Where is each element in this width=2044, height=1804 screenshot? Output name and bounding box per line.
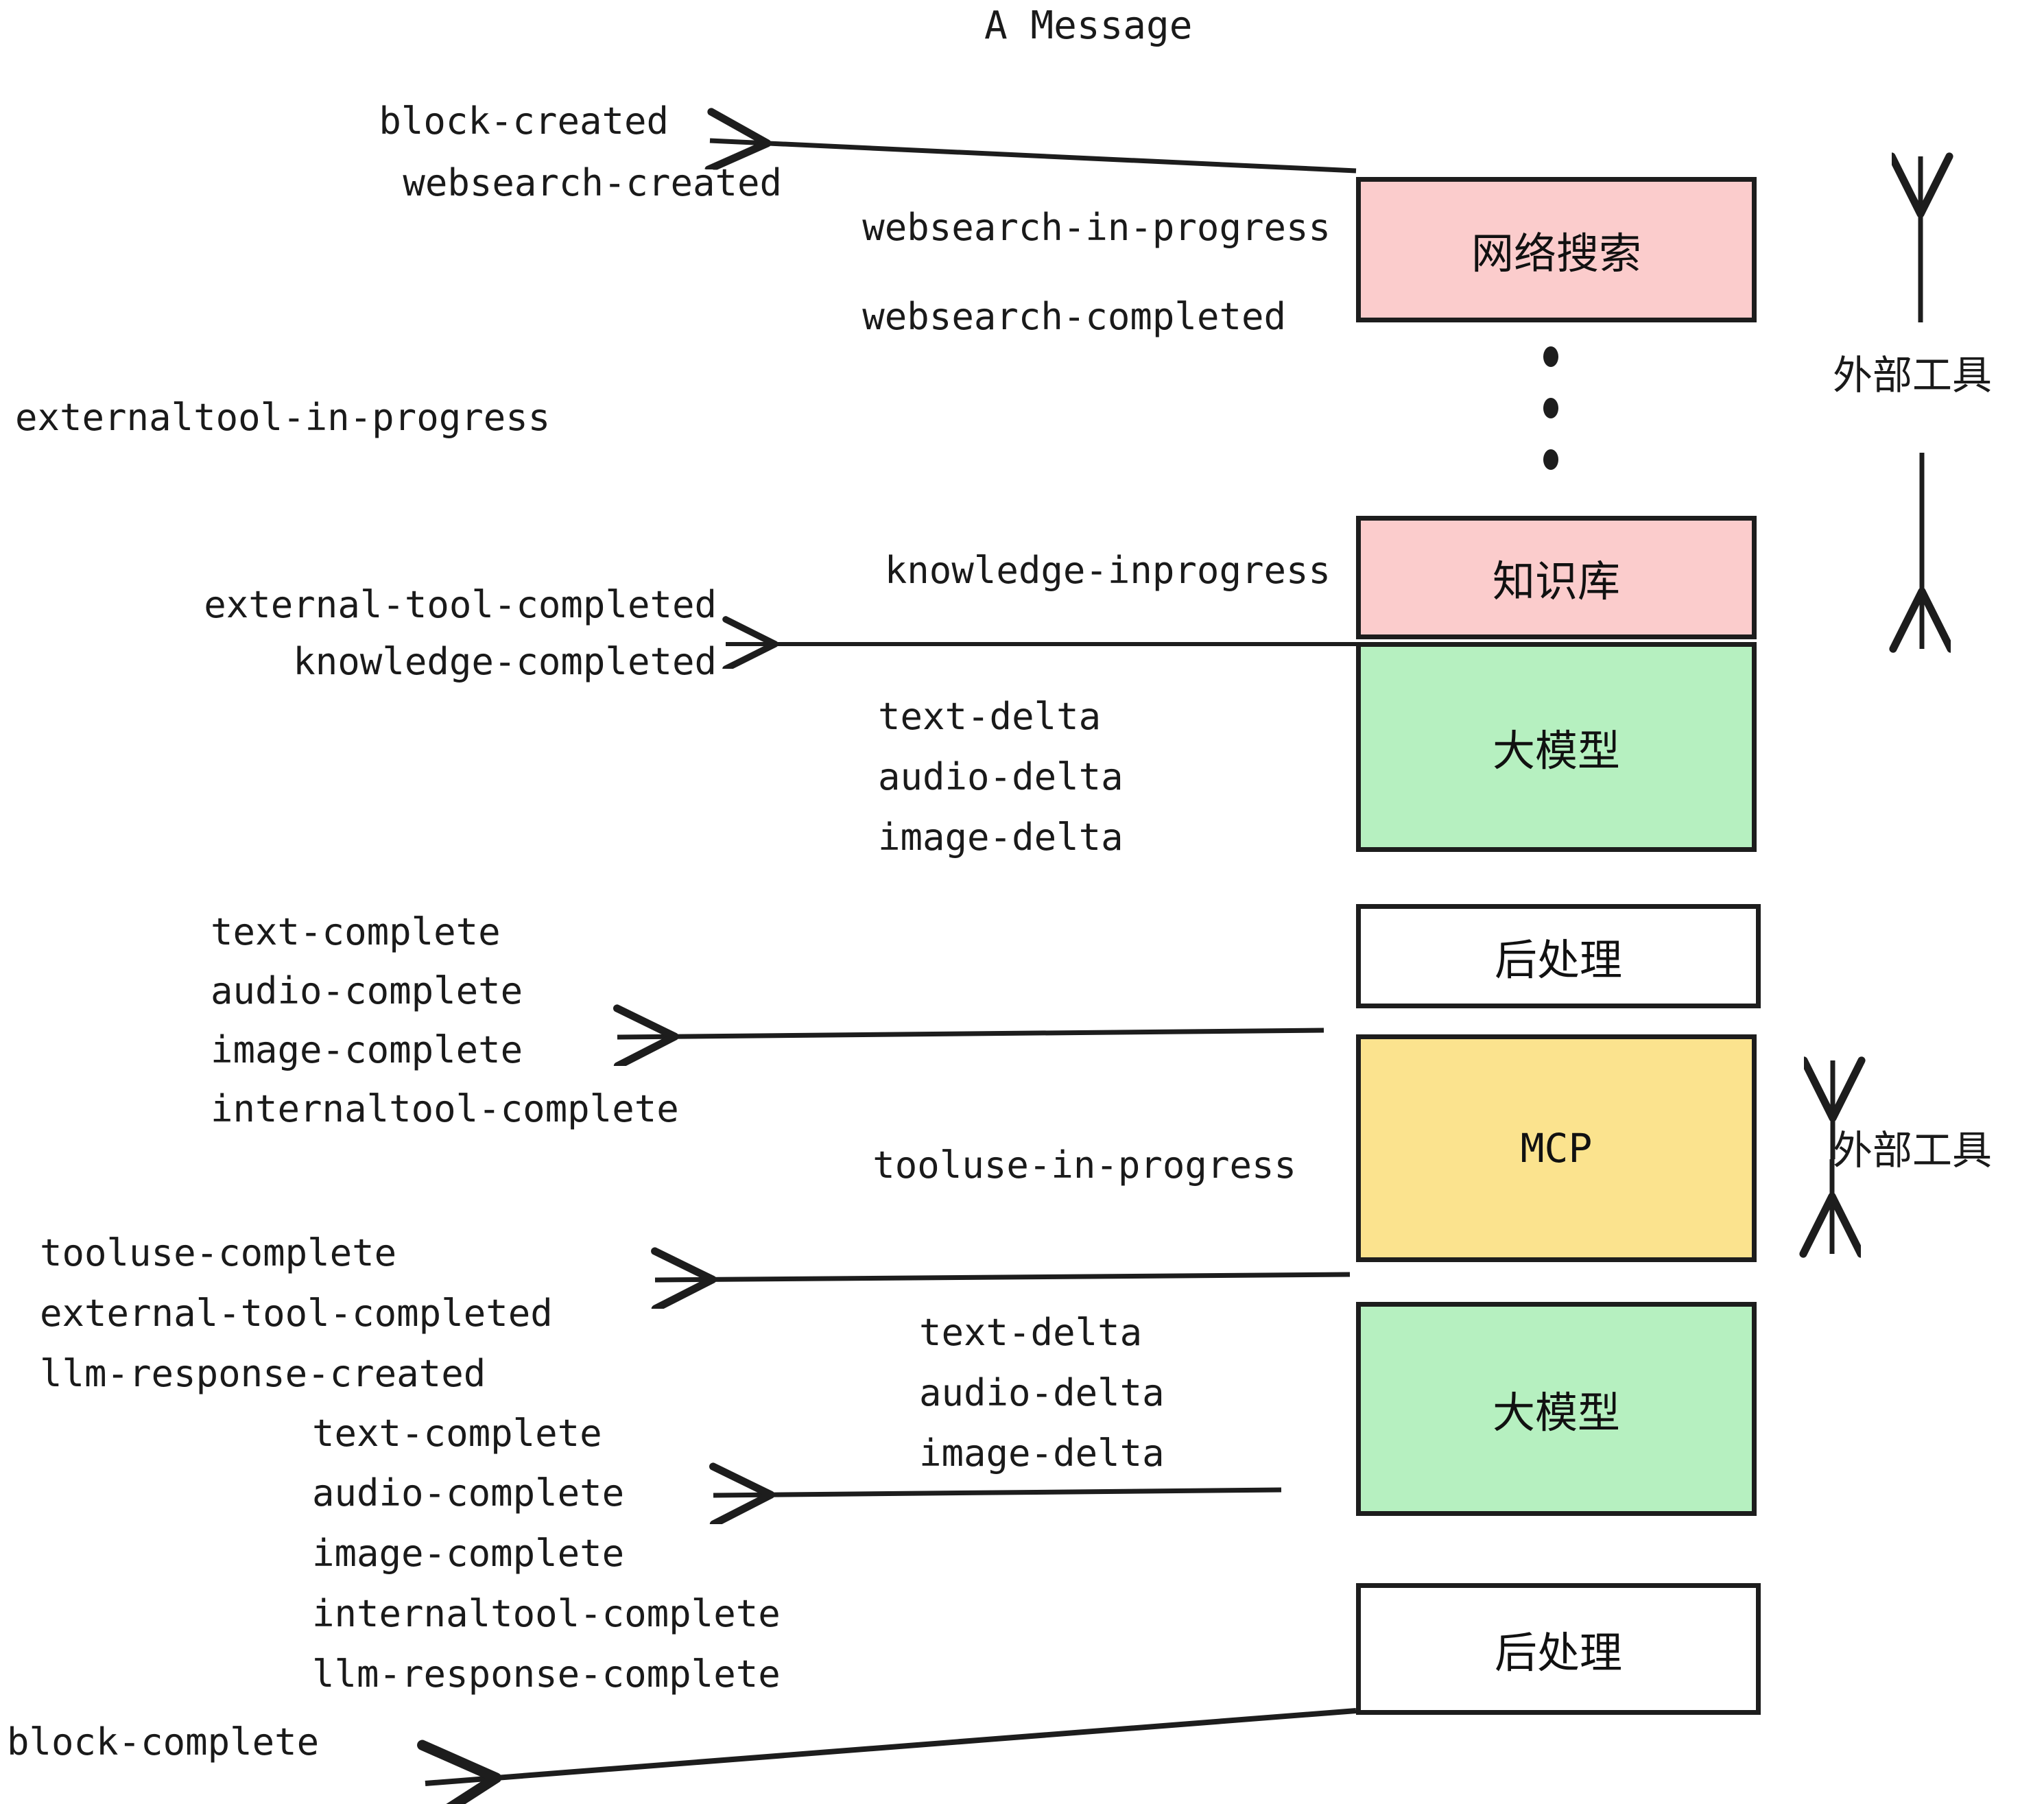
event-block-created: block-created <box>379 99 669 143</box>
arrow-tooluse-complete <box>655 1274 1351 1280</box>
event-llm-response-created: llm-response-created <box>40 1352 486 1395</box>
arrow-block-complete <box>425 1708 1357 1783</box>
ellipsis-dot <box>1543 346 1558 367</box>
event-text-complete-2: text-complete <box>312 1412 602 1455</box>
event-llm-response-complete: llm-response-complete <box>312 1652 781 1696</box>
external-tools-bottom-label: 外部工具 <box>1833 1127 1993 1174</box>
box-llm-top-label: 大模型 <box>1492 726 1620 776</box>
box-postprocess-bottom: 后处理 <box>1356 1583 1761 1715</box>
event-external-tool-completed-2: external-tool-completed <box>40 1292 553 1335</box>
box-llm-top: 大模型 <box>1356 642 1757 852</box>
diagram-title: A Message <box>984 3 1193 48</box>
external-tools-top-label: 外部工具 <box>1833 352 1993 399</box>
event-tooluse-in-progress: tooluse-in-progress <box>872 1143 1296 1187</box>
box-knowledge-label: 知识库 <box>1492 556 1620 606</box>
event-audio-complete-2: audio-complete <box>312 1471 625 1515</box>
arrow-block-created <box>710 141 1357 174</box>
arrow-image-complete <box>617 1030 1324 1037</box>
event-text-delta-1: text-delta <box>878 695 1102 738</box>
box-websearch-label: 网络搜索 <box>1471 228 1641 278</box>
event-websearch-completed: websearch-completed <box>862 295 1286 338</box>
box-websearch: 网络搜索 <box>1356 177 1757 322</box>
box-postprocess-bottom-label: 后处理 <box>1494 1628 1622 1678</box>
event-internaltool-complete-2: internaltool-complete <box>312 1592 781 1635</box>
event-knowledge-completed: knowledge-completed <box>293 640 717 683</box>
event-image-complete-1: image-complete <box>211 1028 523 1071</box>
event-external-tool-completed-1: external-tool-completed <box>204 583 717 626</box>
event-image-delta-1: image-delta <box>878 816 1124 859</box>
ellipsis-dot <box>1543 398 1558 418</box>
box-mcp-label: MCP <box>1520 1125 1593 1172</box>
box-postprocess-top: 后处理 <box>1356 904 1761 1008</box>
box-llm-bottom: 大模型 <box>1356 1302 1757 1516</box>
event-audio-delta-2: audio-delta <box>919 1371 1165 1414</box>
event-image-delta-2: image-delta <box>919 1432 1165 1475</box>
event-text-complete-1: text-complete <box>211 910 501 953</box>
event-audio-delta-1: audio-delta <box>878 755 1124 798</box>
event-internaltool-complete-1: internaltool-complete <box>211 1087 679 1130</box>
event-websearch-in-progress: websearch-in-progress <box>862 206 1331 249</box>
ellipsis-dot <box>1543 449 1558 470</box>
event-text-delta-2: text-delta <box>919 1311 1143 1354</box>
event-block-complete: block-complete <box>7 1720 320 1764</box>
box-postprocess-top-label: 后处理 <box>1494 935 1622 985</box>
event-tooluse-complete: tooluse-complete <box>40 1231 397 1274</box>
arrow-audio-complete <box>713 1490 1282 1495</box>
event-knowledge-inprogress: knowledge-inprogress <box>884 549 1331 592</box>
box-llm-bottom-label: 大模型 <box>1492 1388 1620 1438</box>
event-image-complete-2: image-complete <box>312 1532 625 1575</box>
event-websearch-created: websearch-created <box>403 161 782 204</box>
event-externaltool-in-progress: externaltool-in-progress <box>15 396 551 439</box>
box-knowledge: 知识库 <box>1356 516 1757 639</box>
box-mcp: MCP <box>1356 1034 1757 1262</box>
event-audio-complete-1: audio-complete <box>211 969 523 1012</box>
